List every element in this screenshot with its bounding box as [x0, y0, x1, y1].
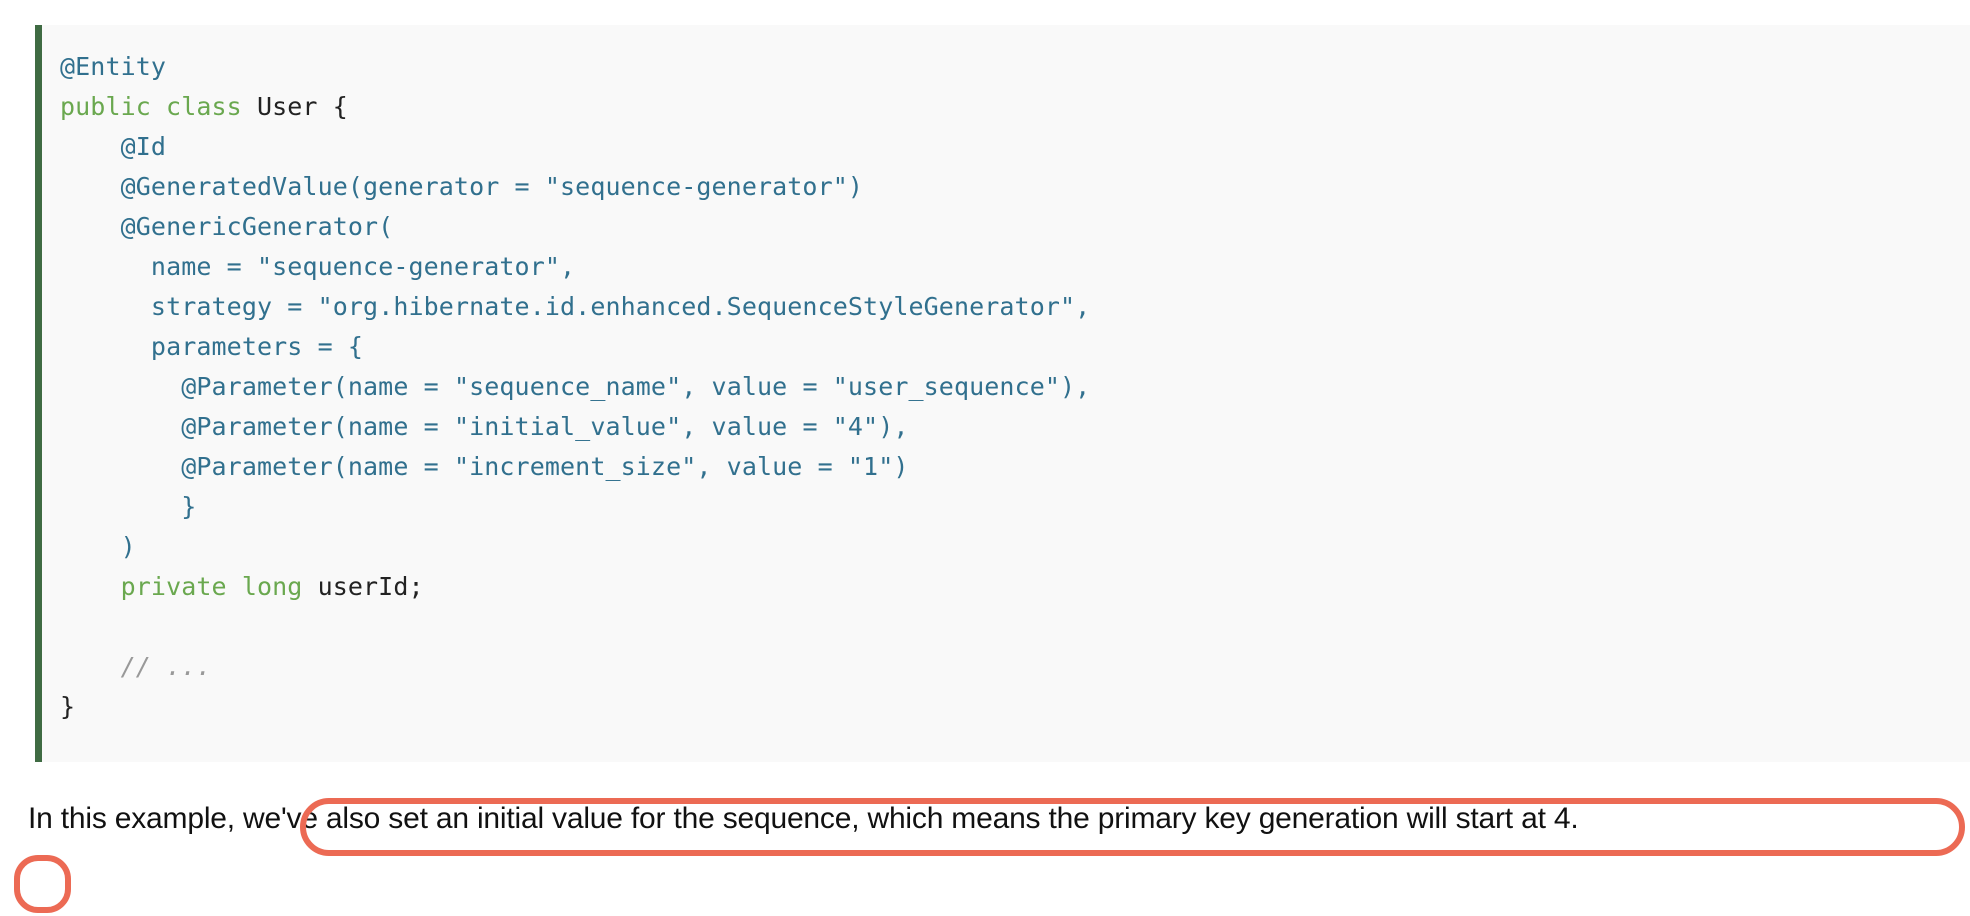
code-token-plain: userId; — [317, 572, 424, 601]
code-block: @Entity public class User { @Id @Generate… — [35, 25, 1970, 762]
code-indent — [60, 492, 181, 521]
code-token-ann: ) — [893, 452, 909, 481]
code-token-ann: , — [1075, 292, 1091, 321]
code-indent — [60, 252, 151, 281]
code-line: strategy = "org.hibernate.id.enhanced.Se… — [60, 287, 1970, 327]
code-token-str: "sequence-generator" — [256, 252, 561, 281]
code-token-ann: name = — [150, 252, 257, 281]
code-token-kw: private long — [120, 572, 318, 601]
code-token-ann: ) — [847, 172, 864, 201]
code-block-content[interactable]: @Entity public class User { @Id @Generate… — [42, 25, 1970, 749]
code-line: @Parameter(name = "initial_value", value… — [60, 407, 1970, 447]
code-token-ann: @Entity — [60, 52, 167, 81]
code-token-str: "org.hibernate.id.enhanced.SequenceStyle… — [317, 292, 1076, 321]
code-line: private long userId; — [60, 567, 1970, 607]
code-indent — [60, 332, 151, 361]
code-line: @GeneratedValue(generator = "sequence-ge… — [60, 167, 1970, 207]
code-line: public class User { — [60, 87, 1970, 127]
code-indent — [60, 132, 121, 161]
code-token-ann: @Parameter(name = — [181, 372, 454, 401]
code-indent — [60, 372, 181, 401]
code-token-ann: ), — [1060, 372, 1091, 401]
code-line: @Parameter(name = "increment_size", valu… — [60, 447, 1970, 487]
code-token-str: "initial_value" — [453, 412, 682, 441]
code-token-ann: , value = — [696, 452, 848, 481]
code-token-str: "sequence-generator" — [544, 172, 848, 201]
code-indent — [60, 212, 121, 241]
code-line: } — [60, 487, 1970, 527]
code-indent — [60, 572, 121, 601]
code-token-ann: strategy = — [150, 292, 318, 321]
code-token-ann: @Parameter(name = — [181, 412, 454, 441]
code-line: @GenericGenerator( — [60, 207, 1970, 247]
code-indent — [60, 452, 181, 481]
code-token-cmt: // ... — [120, 652, 212, 681]
code-indent — [60, 172, 121, 201]
code-token-str: "user_sequence" — [832, 372, 1061, 401]
code-indent — [60, 412, 181, 441]
code-token-str: "1" — [847, 452, 894, 481]
code-token-ann: parameters = { — [150, 332, 364, 361]
code-token-ann: @GenericGenerator( — [120, 212, 394, 241]
code-line: parameters = { — [60, 327, 1970, 367]
code-token-plain: User { — [256, 92, 348, 121]
paragraph-text: In this example, we've also set an initi… — [28, 802, 1579, 835]
explanatory-paragraph: In this example, we've also set an initi… — [28, 793, 1968, 845]
code-token-str: "4" — [832, 412, 879, 441]
code-token-kw: public class — [60, 92, 257, 121]
code-token-ann: } — [181, 492, 197, 521]
code-token-plain: } — [60, 692, 76, 721]
code-token-ann: , value = — [681, 372, 833, 401]
code-token-str: "sequence_name" — [453, 372, 682, 401]
code-indent — [60, 292, 151, 321]
code-line: // ... — [60, 647, 1970, 687]
code-line: name = "sequence-generator", — [60, 247, 1970, 287]
code-indent — [60, 532, 121, 561]
code-line: @Id — [60, 127, 1970, 167]
code-line: @Entity — [60, 47, 1970, 87]
code-indent — [60, 652, 121, 681]
code-token-ann: @Id — [120, 132, 167, 161]
code-line: } — [60, 687, 1970, 727]
code-line — [60, 607, 1970, 647]
code-line: ) — [60, 527, 1970, 567]
code-token-ann: @Parameter(name = — [181, 452, 454, 481]
oval-highlight-line-2 — [14, 855, 71, 913]
code-token-ann: ) — [120, 532, 136, 561]
code-token-ann: , value = — [681, 412, 833, 441]
code-line: @Parameter(name = "sequence_name", value… — [60, 367, 1970, 407]
code-token-ann: ), — [878, 412, 909, 441]
code-token-str: "increment_size" — [453, 452, 697, 481]
code-token-ann: , — [560, 252, 576, 281]
code-token-ann: @GeneratedValue(generator = — [120, 172, 545, 201]
